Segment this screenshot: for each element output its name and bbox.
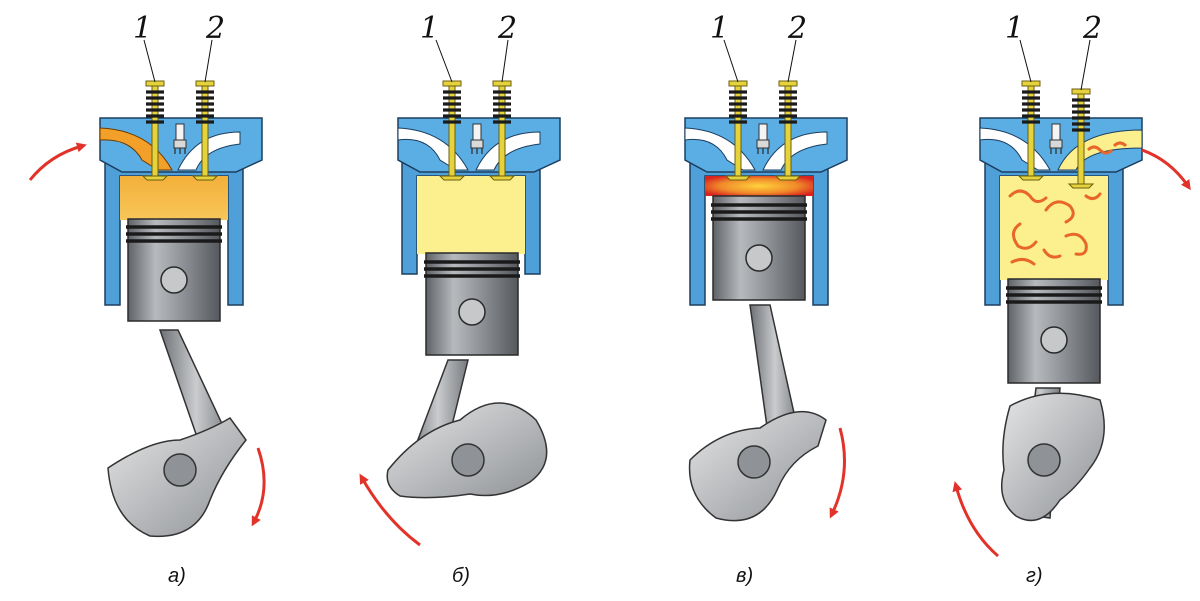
crank-journal [451, 443, 485, 477]
intake-valve-label: 1 [133, 11, 152, 46]
stroke-b-caption: б) [452, 565, 470, 587]
curved-arrow-icon [1141, 148, 1191, 191]
crank-journal [1027, 443, 1061, 477]
exhaust-swirl [1008, 189, 1102, 266]
wrist-pin [160, 266, 188, 294]
stroke-a-caption: а) [168, 565, 186, 587]
piston [711, 195, 807, 301]
stroke-c-ignition: 1 2 в) [684, 11, 848, 587]
curved-arrow-icon [952, 481, 999, 558]
exhaust-valve-label: 2 [787, 11, 807, 46]
stroke-b-compression: 1 2 б) [359, 11, 561, 587]
curved-arrow-icon [829, 427, 846, 519]
intake-valve-label: 1 [1005, 11, 1024, 46]
piston [126, 218, 222, 322]
wrist-pin [745, 244, 773, 272]
exhaust-gases [1000, 176, 1108, 280]
curved-arrow-icon [251, 447, 266, 527]
stroke-d-caption: г) [1026, 565, 1043, 587]
crank-journal [163, 453, 197, 487]
stroke-d-exhaust: 1 2 г) [952, 11, 1191, 587]
intake-valve-label: 1 [420, 11, 439, 46]
wrist-pin [458, 298, 486, 326]
piston [1006, 278, 1102, 384]
intake-valve-label: 1 [710, 11, 729, 46]
exhaust-valve-label: 2 [1082, 11, 1102, 46]
curved-arrow-icon [28, 142, 87, 181]
compressed-mixture [417, 176, 525, 254]
exhaust-valve-label: 2 [497, 11, 517, 46]
crank-journal [737, 445, 771, 479]
wrist-pin [1040, 326, 1068, 354]
stroke-c-caption: в) [736, 565, 753, 587]
ignition-flame [705, 176, 813, 196]
fuel-mixture-chamber [120, 176, 228, 220]
exhaust-valve-label: 2 [205, 11, 225, 46]
curved-arrow-icon [359, 473, 421, 547]
stroke-a-intake: 1 2 а) [28, 11, 266, 587]
piston [424, 252, 520, 356]
